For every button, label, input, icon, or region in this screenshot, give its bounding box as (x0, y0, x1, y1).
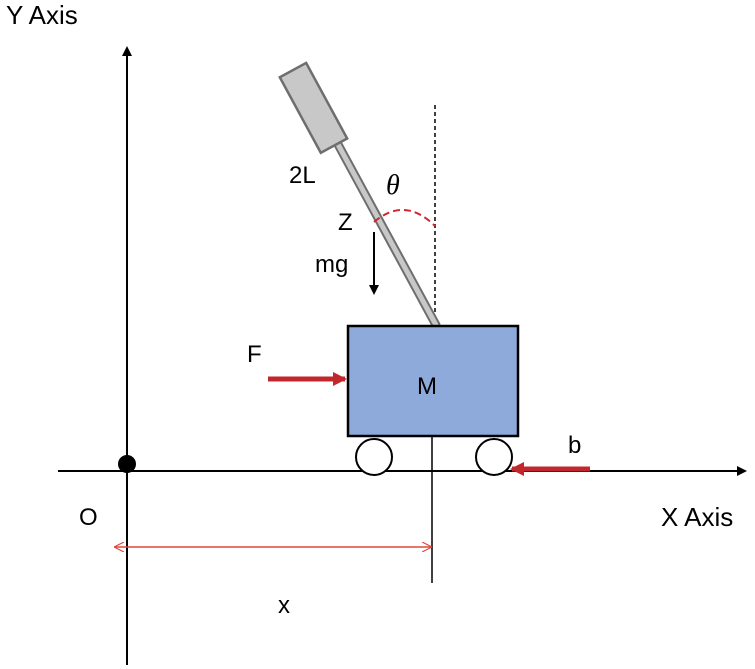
x-axis-label: X Axis (661, 502, 733, 532)
gravity-label: mg (315, 251, 348, 278)
friction-label: b (568, 432, 581, 459)
pole-length-label: 2L (289, 162, 316, 189)
pole-weight (278, 61, 349, 155)
pole-rod-inner (331, 134, 439, 328)
angle-arc (373, 208, 436, 227)
left-wheel (355, 438, 393, 476)
right-wheel (475, 438, 513, 476)
angle-label: θ (386, 170, 400, 201)
origin-label: O (79, 504, 98, 531)
cart-body (346, 324, 520, 438)
center-of-mass-label: Z (338, 209, 353, 236)
origin-dot (118, 455, 136, 473)
y-axis-label: Y Axis (6, 0, 78, 30)
force-label: F (247, 341, 262, 368)
displacement-label: x (278, 592, 290, 619)
cart-mass-label: M (417, 373, 437, 400)
